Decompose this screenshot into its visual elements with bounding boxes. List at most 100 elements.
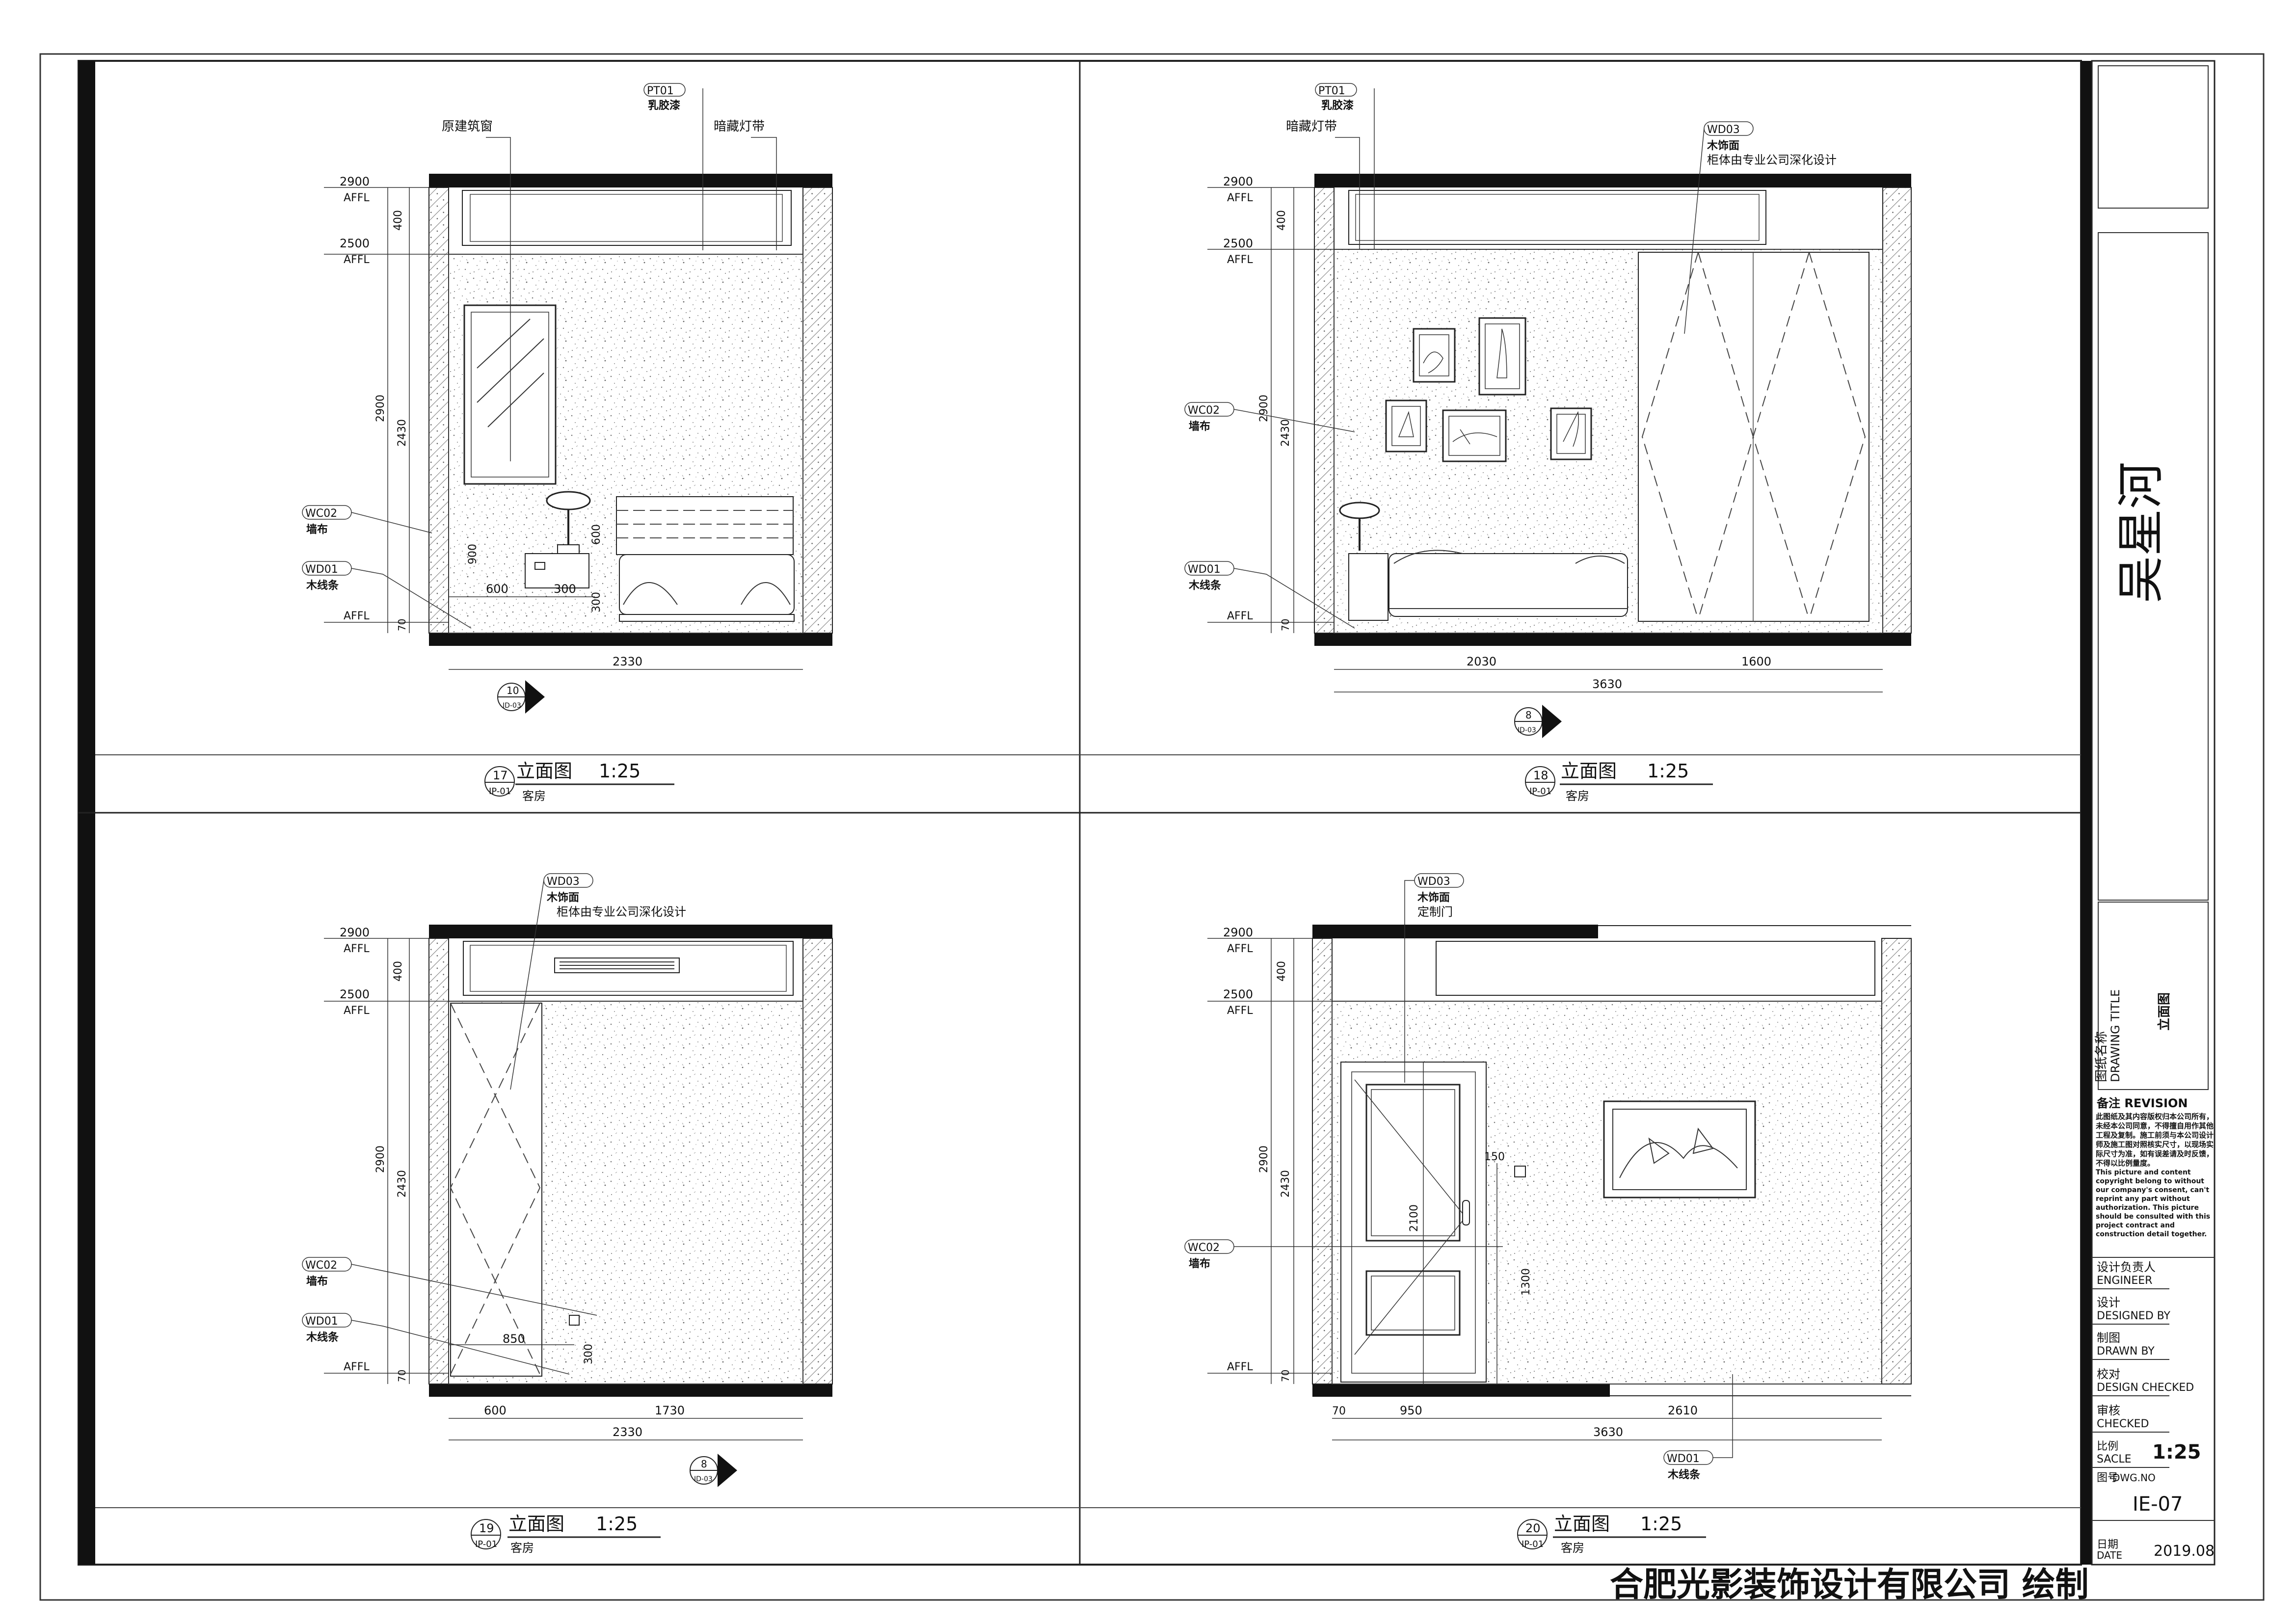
label-views-v20-dim-70: 70 <box>1332 1405 1346 1417</box>
label-title-block-date-en: DATE <box>2097 1549 2122 1561</box>
label-common-d400: 400 <box>392 210 404 231</box>
label-common-d400: 400 <box>1276 210 1288 231</box>
label-common-wc02-name: 墙布 <box>306 1275 328 1288</box>
label-common-sheet: IP-01 <box>489 786 511 797</box>
label-common-wd01: WD01 <box>305 563 338 576</box>
view-title-20: 20 IP-01 立面图 1:25 客房 <box>1517 1513 1706 1555</box>
label-common-d70: 70 <box>396 619 408 631</box>
label-common-wd03-name: 木饰面 <box>1707 139 1739 152</box>
label-common-wd01-name: 木线条 <box>1667 1468 1701 1481</box>
label-title-block-drawing-title-label-en: DRAWING TITLE <box>2109 989 2122 1082</box>
label-views-v18-dim-1600: 1600 <box>1741 655 1771 668</box>
label-common-d2900: 2900 <box>374 395 387 422</box>
label-common-title: 立面图 <box>516 760 572 782</box>
label-common-room: 客房 <box>1561 1541 1584 1555</box>
label-views-v17-dim-total: 2330 <box>613 655 642 668</box>
label-common-wc02: WC02 <box>305 1259 337 1272</box>
label-common-d2900: 2900 <box>374 1145 387 1173</box>
label-views-v19-dim-1730: 1730 <box>655 1404 685 1417</box>
label-common-wd03-name: 木饰面 <box>1417 891 1450 904</box>
label-views-v17-no: 17 <box>493 769 508 782</box>
label-common-affl: AFFL <box>1227 943 1253 955</box>
label-views-v19-no: 19 <box>479 1521 494 1535</box>
label-common-d70: 70 <box>1280 619 1291 631</box>
label-common-d2430: 2430 <box>1280 1170 1292 1198</box>
label-views-v19-dim-600: 600 <box>484 1404 507 1417</box>
label-title-block-drawn-en: DRAWN BY <box>2097 1345 2155 1358</box>
label-title-block-scale-en: SACLE <box>2097 1453 2132 1465</box>
label-views-v19-sec-sheet: ID-03 <box>694 1475 713 1483</box>
label-views-v17-sec-sheet: ID-03 <box>503 702 521 710</box>
label-common-affl: AFFL <box>1227 610 1253 622</box>
designer-name: 吴星河 <box>2113 462 2168 603</box>
label-common-h2900: 2900 <box>1223 175 1253 188</box>
label-common-title: 立面图 <box>508 1513 564 1535</box>
label-common-scale: 1:25 <box>596 1513 638 1535</box>
label-common-d2430: 2430 <box>1280 419 1292 447</box>
label-title-block-checked-en: CHECKED <box>2097 1418 2149 1430</box>
label-orig-window: 原建筑窗 <box>442 119 493 134</box>
label-common-d2430: 2430 <box>396 1170 408 1198</box>
title-block: 吴星河 图纸名称 DRAWING TITLE 立面图 备注 REVISION 此… <box>2081 60 2216 1566</box>
label-common-affl: AFFL <box>344 254 370 266</box>
label-common-wd01-name: 木线条 <box>1188 579 1222 592</box>
label-views-v17-dim-900: 900 <box>467 544 479 564</box>
elevation-18: 2900 AFFL 2500 AFFL AFFL 400 2900 2430 7… <box>1184 83 1912 738</box>
label-common-h2900: 2900 <box>340 926 370 939</box>
label-views-v18-sec-sheet: ID-03 <box>1518 726 1536 734</box>
label-title-block-date-cn: 日期 <box>2097 1539 2118 1551</box>
label-views-v20-dim-2610: 2610 <box>1668 1404 1698 1417</box>
mirror <box>463 304 557 485</box>
label-common-affl: AFFL <box>344 610 370 622</box>
elevation-17: 2900 AFFL 2500 AFFL AFFL 400 2900 2430 7… <box>302 83 833 714</box>
label-common-d400: 400 <box>392 961 404 982</box>
label-common-hidden-light: 暗藏灯带 <box>714 119 765 134</box>
revision-note-cn: 此图纸及其内容版权归本公司所有，未经本公司同意，不得擅自用作其他工程及复制。施工… <box>2096 1112 2214 1168</box>
label-common-hidden-light: 暗藏灯带 <box>1286 119 1337 134</box>
label-views-v18-no: 18 <box>1533 769 1548 782</box>
label-views-v20-dim-2100: 2100 <box>1408 1204 1420 1232</box>
label-common-sheet: IP-01 <box>1522 1539 1544 1549</box>
label-title-block-scale-cn: 比例 <box>2097 1440 2118 1453</box>
company-footer: 合肥光影装饰设计有限公司 绘制 <box>1610 1566 2089 1604</box>
label-common-d2430: 2430 <box>396 419 408 447</box>
label-views-v17-dim-300b: 300 <box>554 582 576 596</box>
wardrobe <box>450 1003 542 1377</box>
label-common-cabinet-note: 柜体由专业公司深化设计 <box>1707 153 1837 167</box>
label-common-h2500: 2500 <box>1223 237 1253 250</box>
label-common-h2900: 2900 <box>340 175 370 188</box>
label-title-block-checked-design-en: DESIGN CHECKED <box>2097 1382 2194 1394</box>
label-common-pt01-name: 乳胶漆 <box>648 99 680 112</box>
label-common-sheet: IP-01 <box>475 1539 497 1549</box>
label-common-d70: 70 <box>1280 1370 1291 1382</box>
label-common-pt01-name: 乳胶漆 <box>1321 99 1354 112</box>
label-views-v17-sec-no: 10 <box>507 685 519 696</box>
bed <box>619 554 795 615</box>
label-views-v20-dim-950: 950 <box>1400 1404 1422 1417</box>
label-title-block-dwgno-cn: 图号 <box>2097 1472 2118 1484</box>
label-common-affl: AFFL <box>344 943 370 955</box>
label-common-wd01-name: 木线条 <box>306 1331 339 1344</box>
label-common-title: 立面图 <box>1561 760 1617 782</box>
label-views-v20-dim-1300: 1300 <box>1520 1268 1532 1296</box>
label-views-v17-dim-600b: 600 <box>486 582 508 596</box>
label-title-block-engineer-cn: 设计负责人 <box>2097 1260 2156 1274</box>
sheet-frame <box>39 53 2265 1601</box>
label-views-v20-no: 20 <box>1525 1521 1541 1535</box>
label-common-d2900: 2900 <box>1258 1145 1270 1173</box>
label-views-v17-dim-300: 300 <box>590 592 603 612</box>
label-title-block-dwgno-en: DWG.NO <box>2112 1472 2156 1484</box>
bed-headboard <box>616 496 794 555</box>
label-title-block-checked-design-cn: 校对 <box>2097 1367 2120 1381</box>
label-common-wd01-name: 木线条 <box>306 579 339 592</box>
label-common-sheet: IP-01 <box>1529 786 1551 797</box>
label-views-v19-dim-850: 850 <box>503 1332 525 1346</box>
label-common-scale: 1:25 <box>599 760 641 782</box>
label-common-wd03: WD03 <box>547 876 580 888</box>
view-title-17: 17 IP-01 立面图 1:25 客房 <box>484 760 674 803</box>
label-title-block-designed-cn: 设计 <box>2097 1296 2120 1309</box>
label-common-affl: AFFL <box>344 1361 370 1373</box>
label-common-d70: 70 <box>396 1370 408 1382</box>
label-common-wd03: WD03 <box>1707 124 1740 136</box>
label-common-title: 立面图 <box>1554 1513 1610 1535</box>
